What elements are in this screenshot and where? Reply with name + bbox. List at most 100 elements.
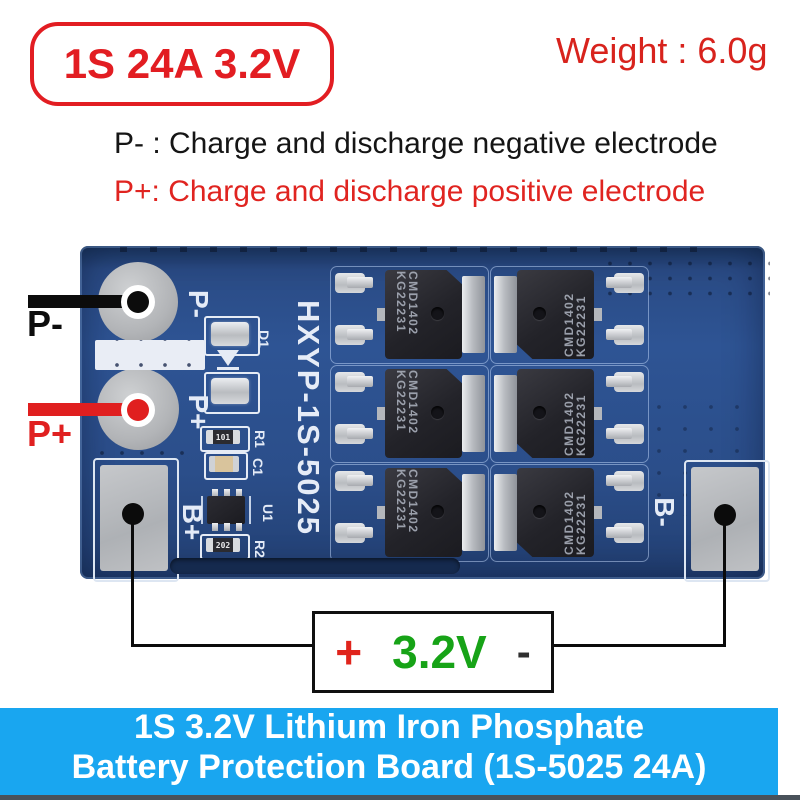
mosfet-marking: KG22231 (394, 469, 408, 531)
mosfet-marking: CMD1402 (406, 271, 420, 336)
u1-pin (212, 523, 218, 531)
u1-pin (224, 489, 230, 497)
mosfet-marking: KG22231 (574, 295, 588, 357)
mosfet-tab (462, 276, 485, 353)
mosfet-body (517, 369, 594, 458)
resistor-r2: 202 (206, 538, 240, 552)
title-banner (0, 708, 778, 795)
u1-silk-line (201, 496, 203, 524)
resistor-r1: 101 (206, 430, 240, 444)
battery-voltage-box: + 3.2V - (312, 611, 554, 693)
ic-u1 (207, 496, 245, 524)
mosfet-dimple (533, 406, 546, 419)
via-grid (92, 446, 192, 460)
mosfet-dimple (533, 505, 546, 518)
silk-model-number: HXYP-1S-5025 (291, 300, 326, 536)
d1-solder-pad (211, 378, 249, 404)
capacitor-c1 (209, 456, 239, 472)
u1-silk-line (249, 496, 251, 524)
leader-line (723, 515, 726, 646)
mosfet-marking: KG22231 (574, 493, 588, 555)
u1-pin (212, 489, 218, 497)
weight-label: Weight : 6.0g (556, 30, 768, 71)
mosfet-tab (494, 276, 517, 353)
cell-voltage: 3.2V (392, 626, 487, 678)
silk-label-b-plus: B+ (177, 503, 208, 541)
leader-line (131, 644, 315, 647)
silk-label-u1: U1 (260, 504, 276, 522)
mosfet-body (517, 270, 594, 359)
mosfet-lead (347, 475, 373, 486)
mosfet-dimple (431, 406, 444, 419)
mosfet-lead (347, 329, 373, 340)
u1-pin (224, 523, 230, 531)
rating-badge-label: 1S 24A 3.2V (63, 40, 301, 87)
board-bottom-slot (170, 558, 460, 574)
mosfet-lead (606, 277, 632, 288)
pad-b-minus-outline (684, 460, 770, 582)
pad-b-plus-outline (93, 458, 179, 582)
diode-cathode-bar (217, 367, 239, 370)
mosfet-lead (347, 527, 373, 538)
mosfet-tab (494, 375, 517, 452)
mosfet-body (385, 270, 462, 359)
mosfet-marking: KG22231 (574, 394, 588, 456)
leader-line (545, 644, 726, 647)
mosfet-dimple (431, 505, 444, 518)
mosfet-lead (347, 376, 373, 387)
mosfet-lead (606, 376, 632, 387)
mosfet-lead (593, 407, 602, 420)
mosfet-tab (462, 474, 485, 551)
u1-pin (236, 489, 242, 497)
mosfet-dimple (533, 307, 546, 320)
pcb-board: P- P+ D1 101 R1 C1 U1 202 (80, 246, 770, 582)
negative-terminal-dot (127, 291, 149, 313)
silkscreen-rect (95, 340, 205, 370)
mosfet-body (517, 468, 594, 557)
silk-label-d1: D1 (256, 330, 272, 348)
mosfet-lead (377, 308, 386, 321)
mosfet-tab (462, 375, 485, 452)
mosfet-marking: KG22231 (394, 370, 408, 432)
mosfet-lead (606, 428, 632, 439)
r1-marking: 101 (215, 432, 231, 442)
r1-outline (200, 426, 250, 452)
rating-badge: 1S 24A 3.2V (30, 22, 334, 106)
leader-line (131, 514, 134, 646)
u1-pin (236, 523, 242, 531)
mosfet-dimple (431, 307, 444, 320)
mosfet-lead (347, 277, 373, 288)
mosfet-lead (377, 506, 386, 519)
image-bottom-edge (0, 795, 800, 800)
board-edge-vias (120, 247, 720, 252)
r2-marking: 202 (215, 540, 231, 550)
mosfet-lead (606, 527, 632, 538)
positive-wire (28, 403, 146, 416)
c1-outline (204, 452, 248, 480)
negative-wire-label: P- (27, 303, 63, 344)
banner-title-line1: 1S 3.2V Lithium Iron Phosphate (133, 708, 645, 746)
mosfet-tab (494, 474, 517, 551)
positive-electrode-note: P+: Charge and discharge positive electr… (114, 175, 706, 208)
mosfet-lead (593, 506, 602, 519)
silk-label-c1: C1 (250, 458, 266, 476)
minus-sign: - (516, 628, 531, 675)
negative-wire (28, 295, 146, 308)
mosfet-lead (593, 308, 602, 321)
d1-solder-pad (211, 322, 249, 346)
banner-title-line2: Battery Protection Board (1S-5025 24A) (71, 748, 707, 786)
mosfet-lead (377, 407, 386, 420)
negative-electrode-note: P- : Charge and discharge negative elect… (114, 127, 718, 160)
mosfet-lead (347, 428, 373, 439)
mosfet-body (385, 468, 462, 557)
mosfet-marking: KG22231 (394, 271, 408, 333)
mosfet-lead (606, 475, 632, 486)
mosfet-lead (606, 329, 632, 340)
positive-terminal-dot (127, 399, 149, 421)
